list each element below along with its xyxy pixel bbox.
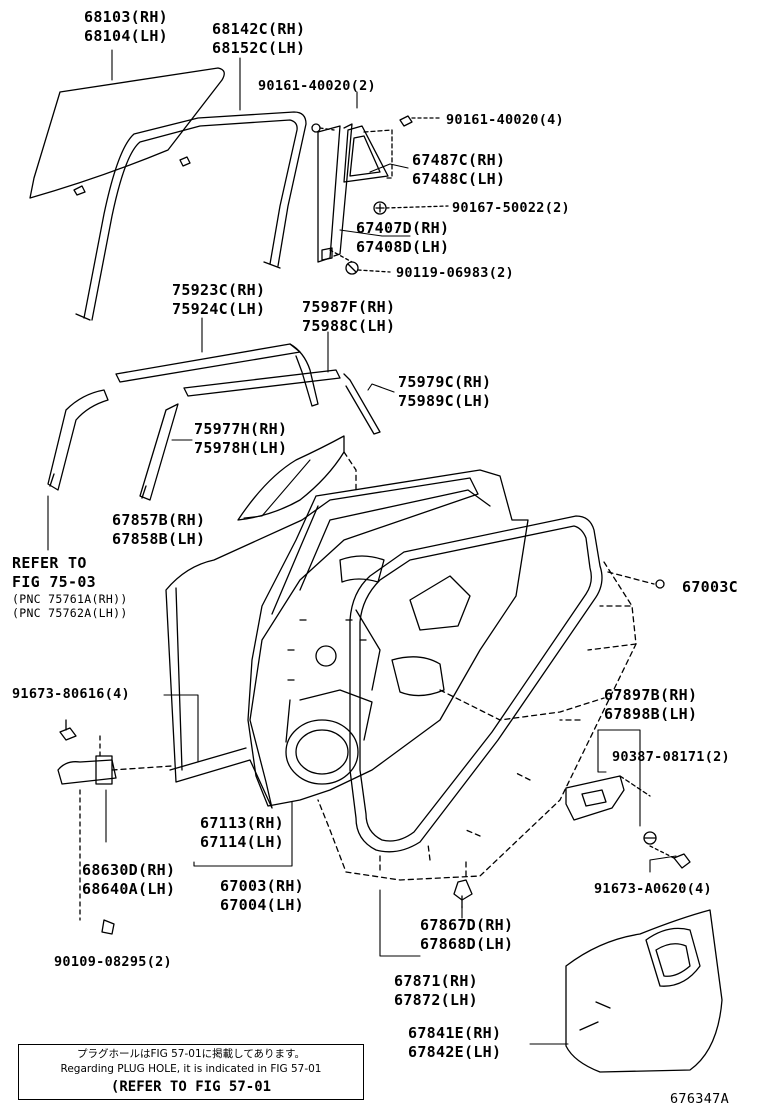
label-68630-rh: 68630D(RH)	[82, 861, 176, 879]
label-67857-lh: 67858B(LH)	[112, 530, 206, 548]
label-67871-lh: 67872(LH)	[394, 991, 478, 1009]
diagram-id: 676347A	[670, 1091, 729, 1107]
refer-to-fig-75-03: REFER TO FIG 75-03	[12, 554, 96, 592]
door-weatherstrip	[349, 515, 603, 853]
label-67407-lh: 67408D(LH)	[356, 238, 450, 256]
label-67003-lh: 67004(LH)	[220, 896, 304, 914]
label-91673-80616: 91673-80616(4)	[12, 686, 130, 702]
label-67113: 67113(RH) 67114(LH)	[200, 814, 284, 852]
label-67867: 67867D(RH) 67868D(LH)	[420, 916, 513, 954]
label-67487-rh: 67487C(RH)	[412, 151, 506, 169]
label-67113-rh: 67113(RH)	[200, 814, 284, 832]
leader-lines	[47, 49, 677, 1045]
label-68103-rh: 68103(RH)	[84, 8, 168, 26]
label-75979: 75979C(RH) 75989C(LH)	[398, 373, 491, 411]
label-75987-rh: 75987F(RH)	[302, 298, 396, 316]
note-english: Regarding PLUG HOLE, it is indicated in …	[60, 1063, 322, 1075]
label-90167-50022: 90167-50022(2)	[452, 200, 570, 216]
note-refer: (REFER TO FIG 57-01	[110, 1079, 272, 1095]
label-90161-40020-2: 90161-40020(2)	[258, 78, 376, 94]
label-67841: 67841E(RH) 67842E(LH)	[408, 1024, 501, 1062]
label-67871: 67871(RH) 67872(LH)	[394, 972, 478, 1010]
label-75987-lh: 75988C(LH)	[302, 317, 396, 335]
refer-line-2: FIG 75-03	[12, 573, 96, 591]
label-91673-a0620: 91673-A0620(4)	[594, 881, 712, 897]
label-67407-rh: 67407D(RH)	[356, 219, 450, 237]
label-68142: 68142C(RH) 68152C(LH)	[212, 20, 305, 58]
refer-line-1: REFER TO	[12, 554, 87, 572]
belt-moldings	[115, 343, 381, 435]
weatherstrip-outline-dashed	[317, 561, 655, 881]
door-glass	[29, 67, 225, 199]
label-68142-lh: 68152C(LH)	[212, 39, 306, 57]
label-67407: 67407D(RH) 67408D(LH)	[356, 219, 449, 257]
label-90109-08295: 90109-08295(2)	[54, 954, 172, 970]
label-67867-rh: 67867D(RH)	[420, 916, 514, 934]
refer-pnc-list: (PNC 75761A(RH)) (PNC 75762A(LH))	[12, 592, 128, 620]
label-75923-lh: 75924C(LH)	[172, 300, 266, 318]
label-90119-06983: 90119-06983(2)	[396, 265, 514, 281]
door-trim-cover-sheet	[565, 909, 723, 1073]
label-75979-rh: 75979C(RH)	[398, 373, 492, 391]
label-67897-lh: 67898B(LH)	[604, 705, 698, 723]
label-75923: 75923C(RH) 75924C(LH)	[172, 281, 265, 319]
sash-moldings	[47, 389, 179, 501]
label-67871-rh: 67871(RH)	[394, 972, 478, 990]
label-67897: 67897B(RH) 67898B(LH)	[604, 686, 697, 724]
label-67897-rh: 67897B(RH)	[604, 686, 698, 704]
label-67113-lh: 67114(LH)	[200, 833, 284, 851]
label-67841-rh: 67841E(RH)	[408, 1024, 502, 1042]
label-67857-rh: 67857B(RH)	[112, 511, 206, 529]
label-75923-rh: 75923C(RH)	[172, 281, 266, 299]
note-japanese: プラグホールはFIG 57-01に掲載してあります。	[77, 1048, 305, 1060]
label-68630-lh: 68640A(LH)	[82, 880, 176, 898]
plug-hole-note-box: プラグホールはFIG 57-01に掲載してあります。 Regarding PLU…	[18, 1044, 364, 1100]
door-outer-panel	[165, 477, 479, 809]
clip-fasteners	[453, 579, 665, 909]
service-hole-cover-sheet	[237, 435, 357, 521]
refer-pnc-lh: (PNC 75762A(LH))	[12, 606, 128, 620]
label-67487-lh: 67488C(LH)	[412, 170, 506, 188]
label-68630: 68630D(RH) 68640A(LH)	[82, 861, 175, 899]
screw-fasteners-top	[311, 115, 449, 275]
label-75977-lh: 75978H(LH)	[194, 439, 288, 457]
label-68103: 68103(RH) 68104(LH)	[84, 8, 168, 46]
label-75987: 75987F(RH) 75988C(LH)	[302, 298, 395, 336]
label-68103-lh: 68104(LH)	[84, 27, 168, 45]
label-90387-08171: 90387-08171(2)	[612, 749, 730, 765]
refer-pnc-rh: (PNC 75761A(RH))	[12, 592, 128, 606]
label-75979-lh: 75989C(LH)	[398, 392, 492, 410]
label-67867-lh: 67868D(LH)	[420, 935, 514, 953]
door-inner-panel	[247, 469, 529, 807]
inside-handle-bezel	[565, 775, 691, 869]
label-67003c: 67003C	[682, 578, 738, 596]
label-67841-lh: 67842E(LH)	[408, 1043, 502, 1061]
label-68142-rh: 68142C(RH)	[212, 20, 306, 38]
door-check	[57, 719, 173, 935]
quarter-window-glass	[343, 125, 393, 183]
label-67857: 67857B(RH) 67858B(LH)	[112, 511, 205, 549]
label-75977: 75977H(RH) 75978H(LH)	[194, 420, 287, 458]
division-bar	[317, 123, 353, 263]
label-67003-rh: 67003(RH)	[220, 877, 304, 895]
label-90161-40020-4: 90161-40020(4)	[446, 112, 564, 128]
label-67487: 67487C(RH) 67488C(LH)	[412, 151, 505, 189]
label-67003: 67003(RH) 67004(LH)	[220, 877, 304, 915]
glass-run-channel	[75, 111, 307, 321]
label-75977-rh: 75977H(RH)	[194, 420, 288, 438]
